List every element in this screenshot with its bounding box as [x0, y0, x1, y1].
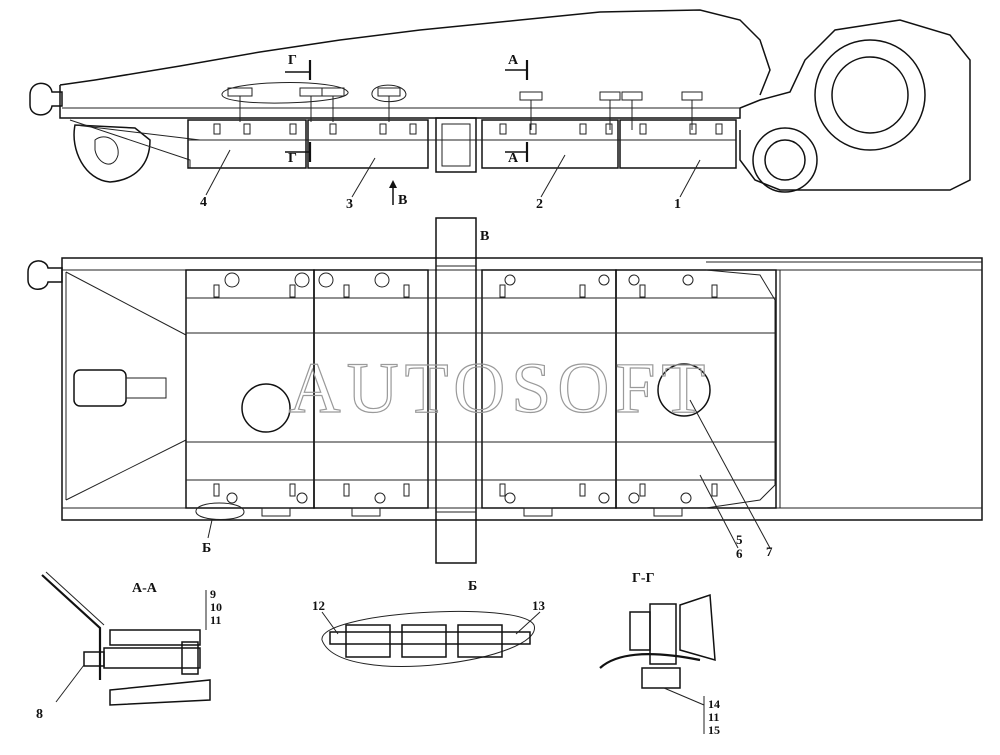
bubble-b	[195, 502, 245, 520]
front-wheel-inner	[94, 136, 119, 165]
aa-nut	[83, 651, 105, 667]
gg-nut	[641, 667, 681, 689]
detail-b-block-3	[457, 624, 503, 658]
section-gg-drawing	[599, 593, 716, 734]
section-aa-drawing	[41, 571, 211, 706]
callout-12: 12	[312, 598, 325, 613]
front-device-link	[125, 377, 167, 399]
tow-hook	[29, 82, 63, 116]
callout-11b: 11	[708, 710, 719, 724]
detail-b-block-1	[345, 624, 391, 658]
leaders-top	[207, 399, 771, 549]
callout-8: 8	[36, 707, 43, 722]
front-device	[73, 369, 127, 407]
gg-right-block	[679, 593, 716, 662]
marker-a-bottom: А	[508, 151, 519, 166]
crossmember-top	[435, 217, 477, 564]
filler-cap-right	[657, 363, 711, 417]
rear-frame-detail	[705, 261, 982, 509]
marker-a-top: А	[508, 53, 519, 68]
bubble-single	[371, 84, 407, 103]
crossmember-side	[435, 117, 477, 173]
tank-1-top	[615, 269, 777, 509]
aa-base	[109, 679, 211, 706]
front-wheel	[73, 124, 151, 183]
leaders-side	[205, 149, 701, 198]
watermark: AUTOSOFT	[289, 348, 712, 428]
detail-b-drawing	[321, 610, 541, 667]
detail-b-block-2	[401, 624, 447, 658]
callout-11a: 11	[210, 613, 221, 627]
tank-3-side	[307, 119, 429, 169]
aa-bracket	[109, 629, 201, 646]
callout-15: 15	[708, 723, 720, 737]
marker-v: В	[398, 193, 407, 208]
detail-b-strip	[329, 631, 531, 645]
marker-g-top: Г	[288, 53, 297, 68]
callout-7: 7	[766, 544, 773, 559]
detail-b-bubble	[321, 610, 535, 667]
hub-inner	[831, 56, 909, 134]
crossmember-side-inner	[441, 123, 471, 167]
callout-10: 10	[210, 600, 222, 614]
tank-fasteners	[213, 123, 723, 135]
aa-bolt-body	[103, 647, 201, 669]
callout-4: 4	[200, 195, 207, 210]
tank-1-side	[619, 119, 737, 169]
hub-outer	[814, 39, 926, 151]
hub-small-outer	[752, 127, 818, 193]
brace-line-2	[74, 124, 201, 141]
callout-1: 1	[674, 197, 681, 212]
tow-hook-top	[27, 260, 63, 290]
section-aa-title: А-А	[132, 581, 158, 596]
callout-14: 14	[708, 697, 720, 711]
labels: Г Г А А В 4 3 2 1 В Б 5 6 7 А-А 9 10 11 …	[36, 53, 773, 737]
top-bolts	[224, 272, 694, 504]
tank-2-side	[481, 119, 619, 169]
gg-left-block	[629, 611, 651, 651]
detail-b-title: Б	[468, 579, 477, 594]
callout-2: 2	[536, 197, 543, 212]
gg-bolt	[649, 603, 677, 665]
view-v-label: В	[480, 229, 489, 244]
filler-cap-left	[241, 383, 291, 433]
aa-plate	[41, 574, 102, 680]
side-bolts	[227, 87, 703, 130]
callout-3: 3	[346, 197, 353, 212]
callout-b: Б	[202, 541, 211, 556]
section-marks	[285, 60, 529, 205]
frame-top-outline	[61, 257, 983, 521]
marker-g-bottom: Г	[288, 151, 297, 166]
gg-plate	[599, 653, 701, 669]
callout-9: 9	[210, 587, 216, 601]
callout-5: 5	[736, 532, 743, 547]
bottom-clamps	[261, 507, 683, 517]
callout-6: 6	[736, 546, 743, 561]
top-view	[27, 217, 983, 564]
callout-13: 13	[532, 598, 546, 613]
bubble-g-group	[221, 82, 349, 104]
front-braces	[65, 271, 187, 501]
section-gg-title: Г-Г	[632, 571, 655, 586]
tank-4-side	[187, 119, 307, 169]
brace-line	[69, 119, 191, 168]
side-view	[29, 9, 971, 205]
hub-small-inner	[764, 139, 806, 181]
aa-head	[181, 641, 199, 675]
top-slots	[213, 284, 718, 497]
frame-side-outline	[59, 9, 971, 191]
